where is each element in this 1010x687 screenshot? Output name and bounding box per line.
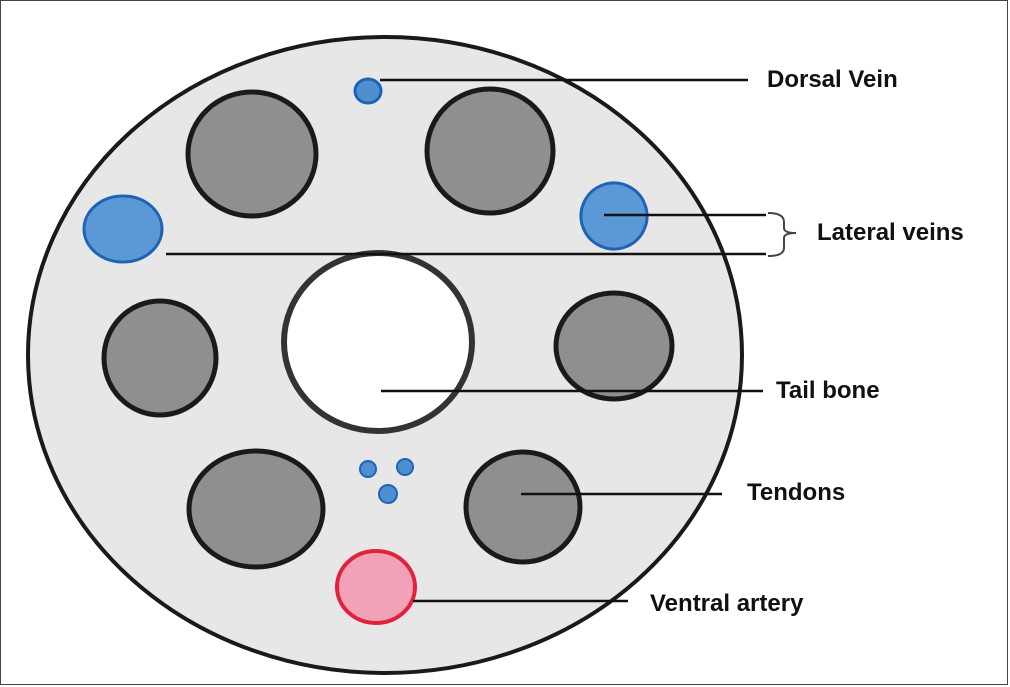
tendons-label: Tendons [747, 479, 845, 506]
tendon [101, 298, 219, 418]
small-vein [359, 460, 377, 478]
ventral-artery-label: Ventral artery [650, 590, 804, 617]
lateral-veins-brace [767, 212, 797, 257]
small-vein [378, 484, 398, 504]
dorsal-vein [353, 77, 383, 105]
lateral-veins-label: Lateral veins [817, 219, 964, 246]
leader-lines [166, 78, 766, 603]
tendon [186, 448, 326, 570]
ventral-artery [335, 549, 417, 625]
dorsal-vein-label: Dorsal Vein [767, 66, 898, 93]
tail-bone-label: Tail bone [776, 377, 880, 404]
ventral-small-veins [359, 458, 414, 504]
tendon [185, 89, 319, 219]
tendon [463, 449, 583, 565]
small-vein [396, 458, 414, 476]
lateral-vein-left [82, 194, 164, 264]
tendons-group [101, 86, 675, 570]
tendon [424, 86, 556, 216]
tendon [553, 290, 675, 402]
tail-bone [281, 250, 475, 434]
